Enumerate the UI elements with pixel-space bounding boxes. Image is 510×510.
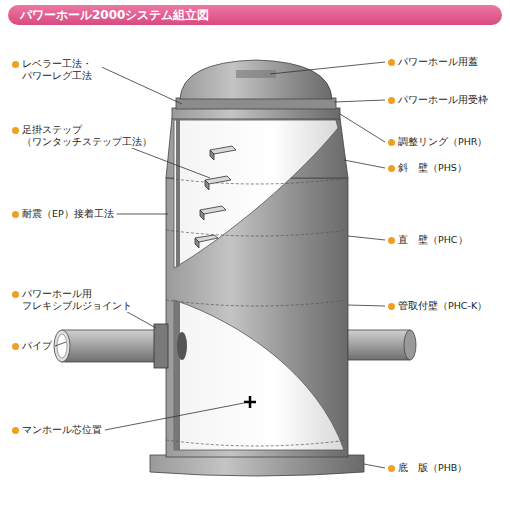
- bullet-dot: [12, 211, 19, 218]
- bullet-dot: [388, 303, 395, 310]
- leader-line: [95, 64, 182, 104]
- bullet-dot: [388, 165, 395, 172]
- part-name: 直 壁（PHC）: [398, 234, 468, 246]
- leader-line: [348, 236, 385, 240]
- part-label: 管取付壁（PHC-K）: [388, 300, 487, 312]
- bullet-dot: [388, 59, 395, 66]
- part-label: 直 壁（PHC）: [388, 234, 468, 246]
- part-label: 底 版（PHB）: [388, 462, 467, 474]
- part-name: パワーホール用蓋: [398, 56, 478, 68]
- part-label: 足掛ステップ （ワンタッチステップ工法）: [12, 124, 152, 148]
- part-label: パワーホール用 フレキシブルジョイント: [12, 288, 134, 312]
- part-name: パワーホール用受枠: [398, 94, 488, 106]
- part-name: 耐震（EP）接着工法: [22, 208, 114, 220]
- bullet-dot: [12, 291, 19, 298]
- leader-line: [340, 114, 385, 142]
- leader-line: [55, 342, 66, 346]
- leader-line: [270, 62, 385, 74]
- bullet-dot: [12, 61, 19, 68]
- bullet-dot: [12, 427, 19, 434]
- part-name: 斜 壁（PHS）: [398, 162, 467, 174]
- leader-line: [364, 464, 385, 468]
- leader-line: [334, 100, 385, 102]
- part-label: レベラー工法・ パワーレグ工法: [12, 58, 102, 82]
- leader-line: [105, 403, 244, 430]
- part-name: 管取付壁（PHC-K）: [398, 300, 487, 312]
- part-name: パイプ: [22, 340, 52, 352]
- part-label: パワーホール用受枠: [388, 94, 488, 106]
- bullet-dot: [12, 127, 19, 134]
- part-label: 調整リング（PHR）: [388, 136, 487, 148]
- part-name: マンホール芯位置: [22, 424, 102, 436]
- part-label: パイプ: [12, 340, 52, 352]
- part-name: レベラー工法・ パワーレグ工法: [22, 58, 102, 82]
- part-label: パワーホール用蓋: [388, 56, 478, 68]
- leader-line: [348, 305, 385, 306]
- bullet-dot: [12, 343, 19, 350]
- bullet-dot: [388, 139, 395, 146]
- part-name: 底 版（PHB）: [398, 462, 467, 474]
- part-label: マンホール芯位置: [12, 424, 102, 436]
- part-name: パワーホール用 フレキシブルジョイント: [22, 288, 134, 312]
- leader-line: [344, 160, 385, 168]
- part-name: 調整リング（PHR）: [398, 136, 487, 148]
- bullet-dot: [388, 465, 395, 472]
- bullet-dot: [388, 97, 395, 104]
- bullet-dot: [388, 237, 395, 244]
- part-label: 耐震（EP）接着工法: [12, 208, 114, 220]
- part-name: 足掛ステップ （ワンタッチステップ工法）: [22, 124, 152, 148]
- leader-line: [117, 214, 168, 215]
- part-label: 斜 壁（PHS）: [388, 162, 467, 174]
- title-text: パワーホール2000システム組立図: [20, 7, 209, 23]
